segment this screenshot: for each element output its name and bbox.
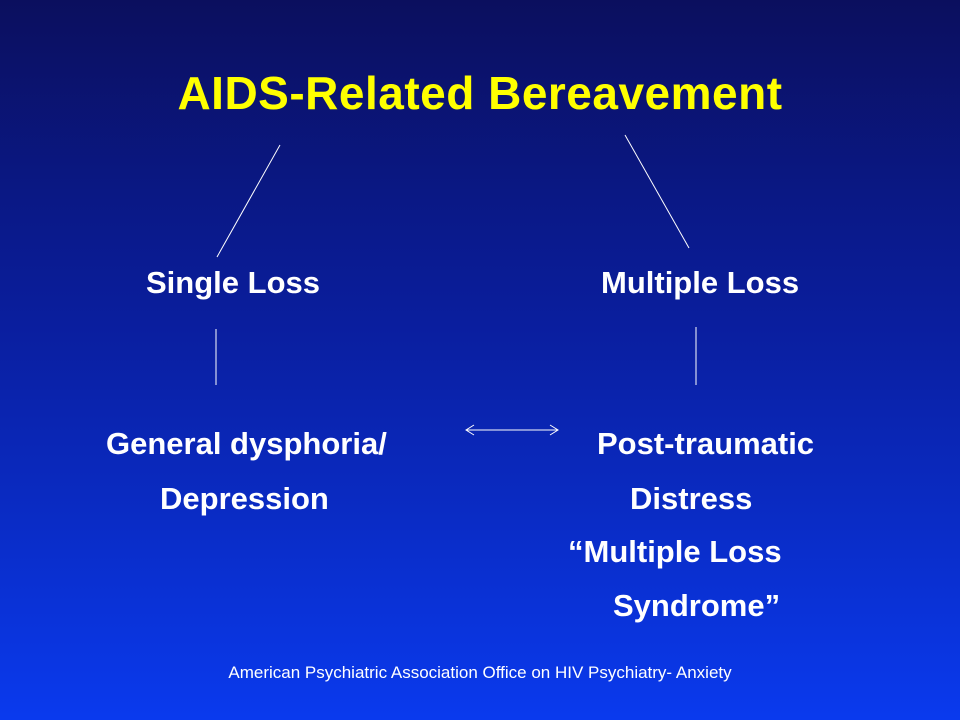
- slide-title: AIDS-Related Bereavement: [177, 67, 783, 119]
- node-general-dysphoria-line1: General dysphoria/: [106, 426, 387, 461]
- node-post-traumatic-line3: “Multiple Loss: [568, 534, 782, 569]
- node-post-traumatic-line4: Syndrome”: [613, 588, 781, 623]
- connector-title-to-multiple-loss: [624, 134, 690, 249]
- connector-title-to-single-loss: [216, 144, 281, 258]
- node-post-traumatic-line2: Distress: [630, 481, 753, 516]
- node-single-loss: Single Loss: [146, 265, 320, 300]
- node-general-dysphoria-line2: Depression: [160, 481, 329, 516]
- footer-attribution: American Psychiatric Association Office …: [228, 663, 732, 682]
- double-arrow: [465, 424, 559, 436]
- node-multiple-loss: Multiple Loss: [601, 265, 800, 300]
- node-post-traumatic-line1: Post-traumatic: [597, 426, 815, 461]
